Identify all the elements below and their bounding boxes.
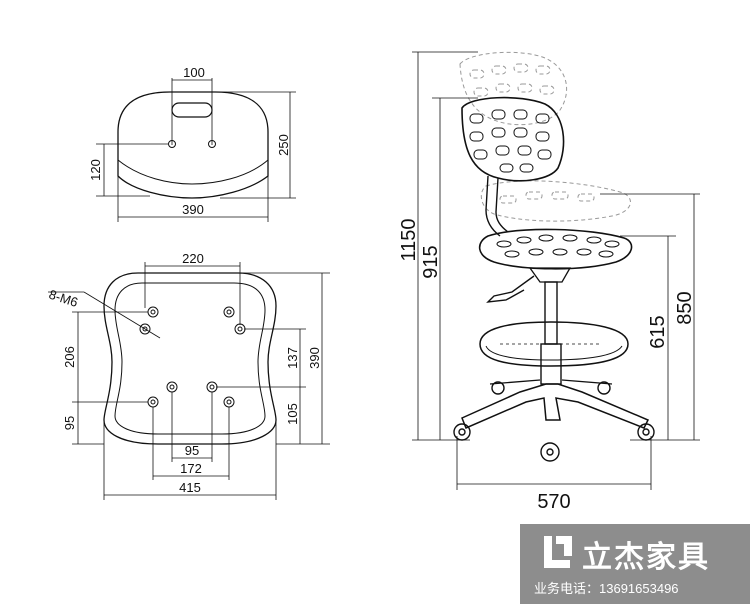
backrest: [461, 96, 565, 182]
dim-right-total: 390: [307, 347, 322, 369]
seat-top-outline: [117, 91, 269, 199]
star-base: [461, 383, 650, 429]
seat-bottom-view: 8-M6 220 206 95 137 105 390 95 172: [47, 251, 330, 500]
handle-slot: [171, 102, 213, 118]
dim-holes-height: 120: [88, 159, 103, 181]
dim-top-spacing: 220: [182, 251, 204, 266]
dim-bottom-total: 415: [179, 480, 201, 495]
dim-right-lower: 105: [285, 403, 300, 425]
backrest-holes: [469, 109, 552, 173]
dim-footrest-height: 615: [647, 315, 669, 348]
mechanism: [528, 267, 572, 283]
gas-lift-upper: [544, 281, 558, 345]
dim-depth: 250: [276, 134, 291, 156]
footrest-ring: [479, 321, 629, 367]
brand-name: 立杰家具: [582, 540, 710, 575]
dim-left-upper: 206: [62, 346, 77, 368]
brand-logo-icon: [544, 536, 572, 568]
dim-seat-height: 850: [674, 291, 696, 324]
dim-handle-width: 100: [183, 65, 205, 80]
casters: [453, 381, 655, 462]
seat-bottom-outer: [103, 272, 277, 445]
bolt-holes: [139, 306, 246, 408]
dim-left-lower: 95: [62, 416, 77, 430]
dim-back-height: 915: [420, 245, 442, 278]
gas-lift-lower: [540, 343, 562, 385]
height-lever: [486, 275, 535, 303]
dim-bottom-mid: 172: [180, 461, 202, 476]
dim-base-width: 570: [537, 491, 570, 513]
seat-holes: [496, 234, 620, 258]
seat: [478, 228, 633, 270]
seat-bottom-inner: [114, 282, 266, 435]
dim-width: 390: [182, 202, 204, 217]
brand-contact: 业务电话：13691653496: [534, 581, 679, 596]
seat-top-view: 100 120 250 390: [88, 65, 296, 222]
dim-bottom-inner: 95: [185, 443, 199, 458]
chair-side-view: 1150 915 850 615 570: [398, 51, 700, 513]
dim-right-upper: 137: [285, 347, 300, 369]
ghost-position: [459, 51, 631, 222]
seat-top-front-edge: [117, 159, 269, 185]
dim-overall-height: 1150: [398, 218, 420, 261]
brand-panel: 立杰家具 业务电话：13691653496: [520, 524, 750, 604]
bolt-label: 8-M6: [47, 287, 80, 310]
